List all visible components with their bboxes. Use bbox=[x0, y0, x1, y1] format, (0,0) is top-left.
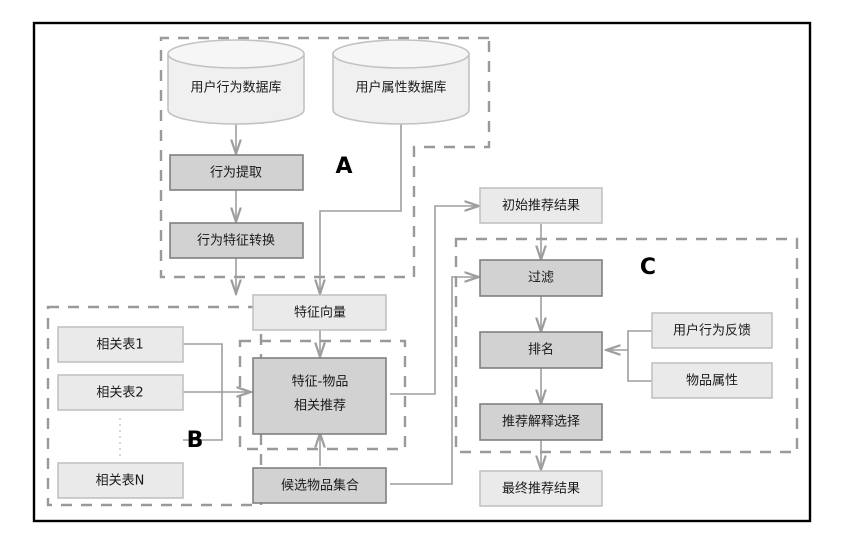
diagram-outer-frame bbox=[32, 21, 812, 523]
group-b-region bbox=[46, 305, 263, 507]
node-relation-table-2[interactable]: 相关表2 bbox=[57, 374, 184, 411]
node-behavior-feature-transform[interactable]: 行为特征转换 bbox=[169, 222, 304, 259]
connector-candidate-to-filter bbox=[390, 277, 478, 485]
node-user-behavior-feedback[interactable]: 用户行为反馈 bbox=[651, 312, 773, 349]
group-b-letter: B bbox=[187, 428, 204, 453]
node-user-attribute-db[interactable]: 用户属性数据库 bbox=[332, 39, 470, 125]
node-item-attribute[interactable]: 物品属性 bbox=[651, 362, 773, 399]
node-relation-table-n[interactable]: 相关表N bbox=[57, 462, 184, 499]
group-c-letter: C bbox=[640, 255, 656, 280]
node-final-recommend-result[interactable]: 最终推荐结果 bbox=[479, 470, 603, 507]
group-a-region bbox=[159, 36, 491, 279]
node-initial-recommend-result[interactable]: 初始推荐结果 bbox=[479, 187, 603, 224]
node-feature-item-recommend[interactable]: 特征-物品 相关推荐 bbox=[252, 357, 387, 435]
connector-feedback-attribute-bus bbox=[627, 330, 652, 382]
connector-attributedb-to-featurevector bbox=[320, 123, 402, 293]
connector-featureitem-to-initialresult bbox=[390, 206, 478, 395]
node-filter[interactable]: 过滤 bbox=[479, 259, 603, 297]
node-recommend-explain-select[interactable]: 推荐解释选择 bbox=[479, 403, 603, 441]
feature-item-region bbox=[238, 339, 407, 451]
node-relation-table-1[interactable]: 相关表1 bbox=[57, 326, 184, 363]
node-user-behavior-db[interactable]: 用户行为数据库 bbox=[167, 39, 305, 125]
node-feature-vector[interactable]: 特征向量 bbox=[252, 294, 387, 331]
group-a-letter: A bbox=[335, 154, 352, 179]
node-candidate-item-set[interactable]: 候选物品集合 bbox=[252, 467, 387, 504]
group-c-region bbox=[454, 237, 799, 454]
node-behavior-extraction[interactable]: 行为提取 bbox=[169, 154, 304, 191]
node-ranking[interactable]: 排名 bbox=[479, 331, 603, 369]
